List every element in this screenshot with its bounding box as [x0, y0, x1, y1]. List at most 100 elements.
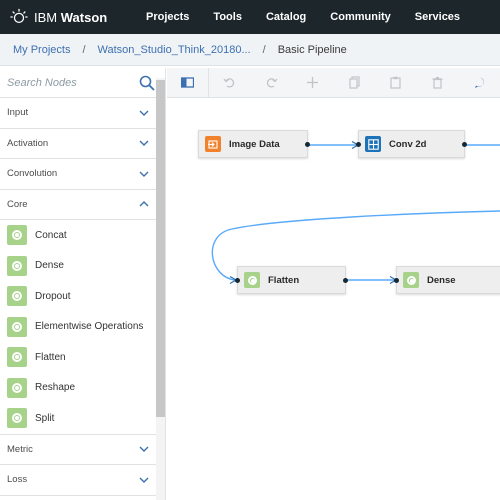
- delete-button[interactable]: [417, 68, 459, 98]
- node-label: Dense: [35, 260, 64, 272]
- palette-scrollbar-thumb[interactable]: [156, 80, 165, 417]
- core-node-icon: [403, 272, 419, 288]
- input-port[interactable]: [356, 142, 361, 147]
- core-node-icon: [244, 272, 260, 288]
- nav-community[interactable]: Community: [330, 11, 391, 23]
- breadcrumb-separator: /: [82, 43, 86, 56]
- watson-logo-icon: [10, 8, 28, 24]
- category-label: Core: [7, 198, 28, 210]
- ibm-watson-logo[interactable]: IBM Watson: [0, 8, 146, 26]
- palette-node-elementwise-operations[interactable]: Elementwise Operations: [0, 312, 157, 343]
- core-node-icon: [7, 286, 27, 307]
- top-navigation-bar: IBM Watson Projects Tools Catalog Commun…: [0, 0, 500, 34]
- node-label: Conv 2d: [389, 138, 427, 150]
- category-activation[interactable]: Activation: [0, 129, 157, 159]
- breadcrumb: My Projects / Watson_Studio_Think_20180.…: [0, 34, 500, 66]
- chevron-down-icon: [139, 446, 149, 453]
- undo-button[interactable]: [209, 68, 251, 98]
- breadcrumb-separator: /: [262, 43, 266, 56]
- category-core[interactable]: Core: [0, 190, 157, 220]
- search-icon[interactable]: [139, 75, 155, 91]
- chevron-down-icon: [139, 140, 149, 147]
- palette-node-dense[interactable]: Dense: [0, 251, 157, 282]
- pipeline-node-conv2d[interactable]: Conv 2d: [356, 130, 467, 158]
- canvas-toolbar: [167, 67, 500, 98]
- chevron-down-icon: [139, 110, 149, 116]
- chevron-down-icon: [139, 477, 149, 483]
- node-label: Flatten: [35, 351, 66, 363]
- chevron-up-icon: [139, 201, 149, 207]
- comment-icon: [474, 77, 484, 88]
- palette-toggle-icon: [180, 77, 194, 88]
- pipeline-node-dense[interactable]: Dense: [394, 266, 500, 294]
- comment-button[interactable]: [458, 68, 500, 98]
- core-node-list: Concat Dense Dropout Elementwise Operati…: [0, 220, 157, 435]
- category-label: Activation: [7, 137, 49, 149]
- redo-button[interactable]: [250, 68, 292, 98]
- redo-icon: [266, 78, 278, 88]
- search-row: [0, 68, 157, 98]
- category-metric[interactable]: Metric: [0, 435, 157, 465]
- pipeline-canvas[interactable]: Image Data Conv 2d Flatten Dense: [167, 99, 500, 500]
- category-label: Convolution: [7, 168, 58, 180]
- chevron-down-icon: [139, 171, 149, 177]
- input-port[interactable]: [394, 278, 399, 283]
- breadcrumb-project[interactable]: Watson_Studio_Think_20180...: [97, 43, 251, 56]
- category-loss[interactable]: Loss: [0, 465, 157, 496]
- node-label: Reshape: [35, 382, 76, 394]
- pipeline-node-flatten[interactable]: Flatten: [235, 266, 348, 294]
- undo-icon: [223, 78, 235, 88]
- paste-button[interactable]: [375, 68, 417, 98]
- breadcrumb-my-projects[interactable]: My Projects: [13, 43, 71, 56]
- palette-node-split[interactable]: Split: [0, 403, 157, 434]
- core-node-icon: [7, 255, 27, 276]
- node-label: Elementwise Operations: [35, 321, 144, 333]
- nav-catalog[interactable]: Catalog: [265, 11, 307, 23]
- palette-node-dropout[interactable]: Dropout: [0, 281, 157, 312]
- copy-button[interactable]: [334, 68, 376, 98]
- node-label: Concat: [35, 229, 67, 241]
- delete-icon: [432, 77, 443, 89]
- category-label: Input: [7, 107, 29, 119]
- output-port[interactable]: [343, 278, 348, 283]
- category-label: Metric: [7, 443, 33, 455]
- palette-node-reshape[interactable]: Reshape: [0, 373, 157, 404]
- node-label: Dropout: [35, 290, 71, 302]
- node-label: Dense: [427, 274, 456, 286]
- core-node-icon: [7, 408, 27, 429]
- paste-icon: [390, 76, 402, 89]
- grid-icon: [365, 136, 381, 152]
- core-node-icon: [7, 377, 27, 398]
- input-icon: [205, 136, 221, 152]
- brand-product: Watson: [60, 9, 108, 25]
- nav-tools[interactable]: Tools: [213, 11, 242, 23]
- brand-name: IBM Watson: [34, 10, 107, 25]
- output-port[interactable]: [462, 142, 467, 147]
- nav-services[interactable]: Services: [414, 11, 461, 23]
- link-offscreen-to-flatten: [211, 210, 500, 281]
- move-icon: [307, 77, 319, 88]
- copy-icon: [349, 76, 360, 89]
- nav-projects[interactable]: Projects: [146, 11, 190, 23]
- palette-node-flatten[interactable]: Flatten: [0, 342, 157, 373]
- category-convolution[interactable]: Convolution: [0, 159, 157, 190]
- toggle-palette-button[interactable]: [167, 67, 209, 98]
- node-links: [211, 140, 500, 285]
- node-label: Image Data: [229, 138, 280, 150]
- output-port[interactable]: [305, 142, 310, 147]
- node-palette: Input Activation Convolution Core Concat…: [0, 68, 166, 500]
- palette-node-concat[interactable]: Concat: [0, 220, 157, 251]
- input-port[interactable]: [235, 278, 240, 283]
- pipeline-node-image-data[interactable]: Image Data: [198, 130, 310, 158]
- category-label: Loss: [7, 474, 28, 486]
- category-input[interactable]: Input: [0, 98, 157, 129]
- breadcrumb-current: Basic Pipeline: [277, 43, 347, 56]
- move-button[interactable]: [292, 68, 334, 98]
- brand-prefix: IBM: [34, 9, 58, 25]
- search-nodes-input[interactable]: [7, 76, 132, 89]
- core-node-icon: [7, 225, 27, 246]
- node-label: Flatten: [268, 274, 300, 286]
- node-label: Split: [35, 412, 55, 424]
- core-node-icon: [7, 316, 27, 337]
- core-node-icon: [7, 347, 27, 368]
